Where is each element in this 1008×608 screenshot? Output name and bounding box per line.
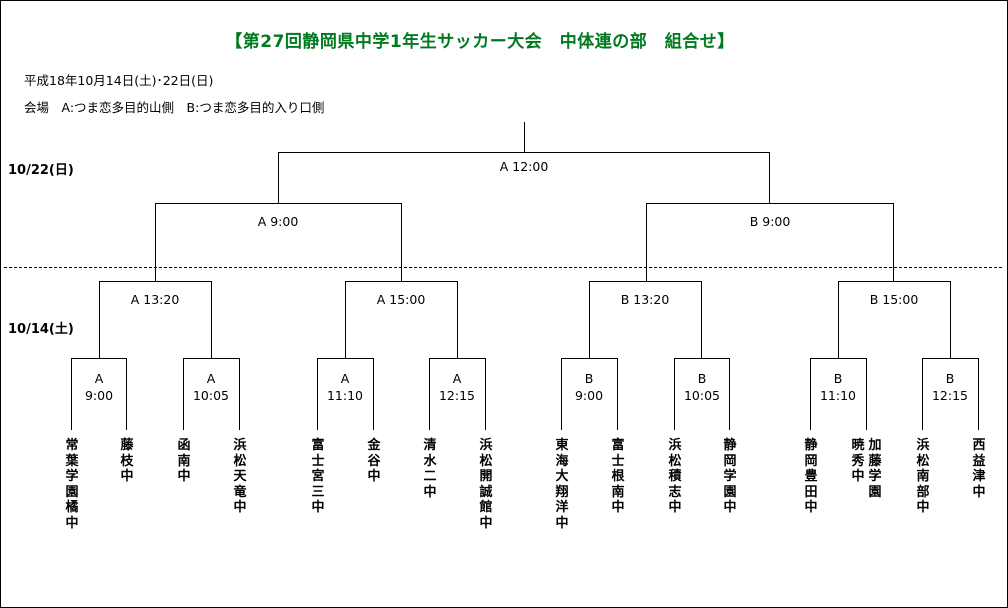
r1-bracket-1 — [71, 358, 127, 430]
quarter-bracket-3 — [589, 281, 702, 358]
final-label: A 12:00 — [499, 159, 549, 174]
final-bracket — [278, 122, 770, 203]
team-6: 金谷中 — [367, 438, 381, 484]
r1-bracket-7 — [810, 358, 867, 430]
page-title: 【第27回静岡県中学1年生サッカー大会 中体連の部 組合せ】 — [225, 32, 735, 52]
team-15: 加藤学園 — [868, 438, 882, 500]
quarter-bracket-2 — [345, 281, 458, 358]
team-14: 暁秀中 — [851, 438, 865, 484]
r1-bracket-2 — [183, 358, 240, 430]
quarter-label-3: B 13:20 — [620, 292, 670, 307]
r1-bracket-4 — [429, 358, 486, 430]
quarter-label-4: B 15:00 — [869, 292, 919, 307]
team-2: 藤枝中 — [120, 438, 134, 484]
r1-bracket-3 — [317, 358, 374, 430]
venue-info: 会場 A:つま恋多目的山側 B:つま恋多目的入り口側 — [24, 100, 325, 115]
team-8: 浜松開誠館中 — [479, 438, 493, 531]
team-3: 函南中 — [177, 438, 191, 484]
semi-label-2: B 9:00 — [749, 214, 791, 229]
team-17: 西益津中 — [972, 438, 986, 500]
day1-label: 10/14(土) — [8, 322, 74, 337]
team-16: 浜松南部中 — [916, 438, 930, 515]
team-7: 清水二中 — [423, 438, 437, 500]
team-4: 浜松天竜中 — [233, 438, 247, 515]
r1-bracket-6 — [674, 358, 730, 430]
quarter-bracket-1 — [99, 281, 212, 358]
quarter-label-1: A 13:20 — [130, 292, 180, 307]
team-10: 富士根南中 — [611, 438, 625, 515]
r1-bracket-5 — [561, 358, 618, 430]
quarter-bracket-4 — [838, 281, 951, 358]
date-info: 平成18年10月14日(土)･22日(日) — [24, 73, 214, 88]
team-12: 静岡学園中 — [723, 438, 737, 515]
team-1: 常葉学園橘中 — [65, 438, 79, 531]
semi-bracket-left — [155, 203, 402, 281]
day2-label: 10/22(日) — [8, 163, 74, 178]
quarter-label-2: A 15:00 — [376, 292, 426, 307]
semi-label-1: A 9:00 — [257, 214, 299, 229]
r1-bracket-8 — [922, 358, 979, 430]
team-5: 富士宮三中 — [311, 438, 325, 515]
team-13: 静岡豊田中 — [804, 438, 818, 515]
team-11: 浜松積志中 — [668, 438, 682, 515]
semi-bracket-right — [646, 203, 894, 281]
team-9: 東海大翔洋中 — [555, 438, 569, 531]
